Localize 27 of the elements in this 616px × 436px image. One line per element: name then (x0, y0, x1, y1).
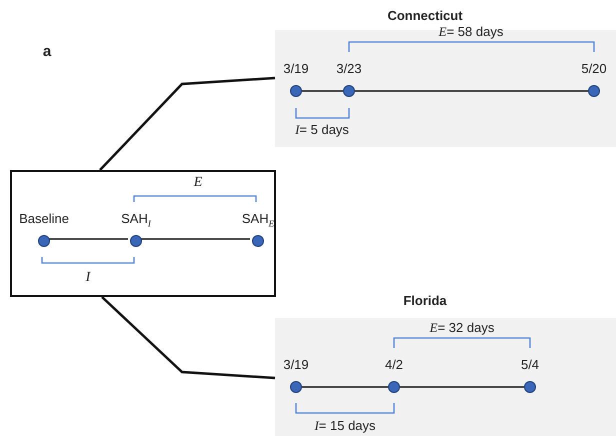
zoom-line (99, 76, 276, 171)
timeline-line (48, 238, 128, 240)
schematic-frame (10, 170, 276, 297)
panel-heading: Florida (403, 293, 447, 309)
date-label: 5/20 (581, 61, 607, 77)
timeline-line (302, 386, 388, 388)
date-label: 3/19 (283, 61, 309, 77)
interval-label: E= 58 days (438, 24, 504, 40)
date-label: SAH$_{E}$ (242, 211, 274, 231)
timeline-line (400, 386, 524, 388)
interval-label: I= 15 days (314, 418, 376, 434)
date-label: Baseline (19, 211, 69, 227)
timeline-line (140, 238, 250, 240)
interval-label: I= 5 days (295, 122, 349, 138)
panel-heading: Connecticut (387, 8, 463, 24)
timeline-line (302, 90, 343, 92)
interval-label: E (194, 175, 202, 191)
date-label: 3/23 (336, 61, 362, 77)
interval-label: I (86, 270, 90, 286)
date-label: SAH$_{I}$ (121, 211, 151, 231)
date-label: 5/4 (520, 357, 540, 373)
date-label: 4/2 (384, 357, 404, 373)
interval-label: E= 32 days (430, 320, 494, 336)
zoom-line (101, 296, 276, 380)
date-label: 3/19 (283, 357, 309, 373)
panel-letter: a (42, 44, 52, 60)
timeline-line (355, 90, 588, 92)
